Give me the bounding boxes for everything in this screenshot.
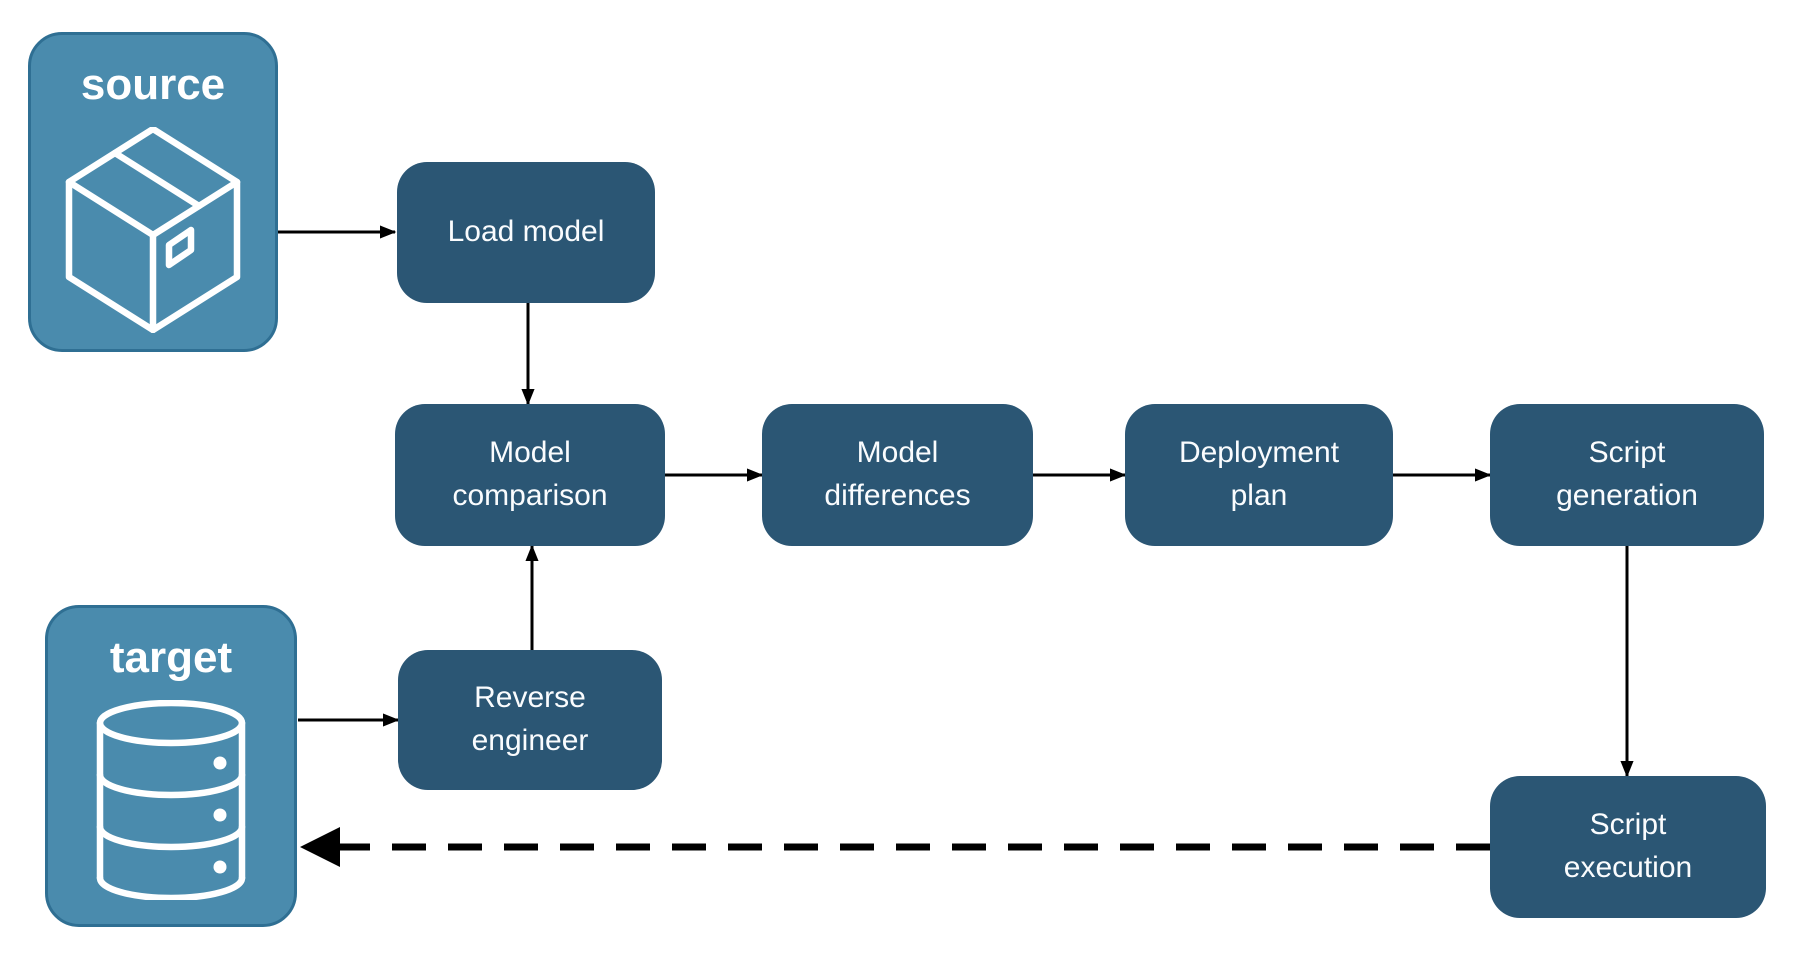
dashed-arrowhead — [300, 827, 340, 867]
node-model-comparison: Model comparison — [395, 404, 665, 546]
package-icon — [65, 127, 241, 334]
node-script-generation: Script generation — [1490, 404, 1764, 546]
node-label: Model differences — [824, 436, 971, 512]
node-label: Script execution — [1563, 808, 1693, 884]
node-label: Load model — [447, 215, 605, 249]
node-label: target — [109, 633, 233, 682]
node-target: target — [45, 605, 297, 927]
node-deployment-plan: Deployment plan — [1125, 404, 1393, 546]
node-label: Script generation — [1556, 436, 1698, 512]
node-label: source — [80, 60, 226, 109]
node-label: Reverse engineer — [471, 681, 589, 757]
node-source: source — [28, 32, 278, 352]
node-reverse-engineer: Reverse engineer — [398, 650, 662, 790]
node-label: Model comparison — [452, 436, 608, 512]
database-icon — [96, 700, 246, 901]
node-load-model: Load model — [397, 162, 655, 303]
node-model-differences: Model differences — [762, 404, 1033, 546]
node-label: Deployment plan — [1178, 436, 1340, 512]
node-script-execution: Script execution — [1490, 776, 1766, 918]
